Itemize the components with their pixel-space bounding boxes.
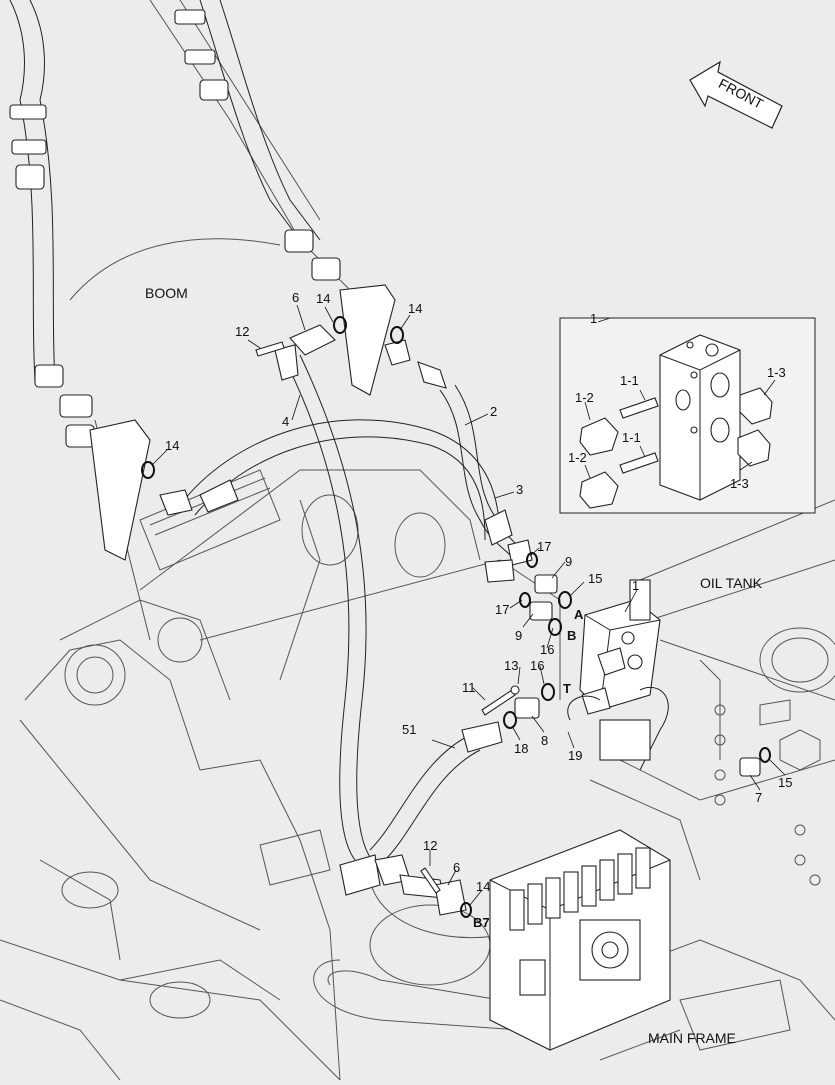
callout-17-b: 17 <box>495 602 509 617</box>
callout-1-2-lower: 1-2 <box>568 450 587 465</box>
leader-lines <box>151 304 786 906</box>
front-arrow: FRONT <box>689 60 783 129</box>
callout-16-a: 16 <box>540 642 554 657</box>
callout-2: 2 <box>490 404 497 419</box>
callout-7: 7 <box>755 790 762 805</box>
callout-4: 4 <box>282 414 289 429</box>
callout-14-c: 14 <box>165 438 179 453</box>
control-valve <box>489 829 671 1051</box>
callout-9-lower: 9 <box>515 628 522 643</box>
callout-1-2-upper: 1-2 <box>575 390 594 405</box>
area-labels: BOOM OIL TANK MAIN FRAME <box>145 285 763 1046</box>
port-t: T <box>563 681 571 696</box>
callout-6-upper: 6 <box>292 290 299 305</box>
callout-1-1-upper: 1-1 <box>620 373 639 388</box>
callout-17-a: 17 <box>537 539 551 554</box>
callout-numbers: 1 1 1-1 1-1 1-2 1-2 1-3 1-3 2 3 4 6 6 7 … <box>165 290 792 894</box>
detail-inset <box>559 317 816 514</box>
callout-19: 19 <box>568 748 582 763</box>
callout-15-b: 15 <box>778 775 792 790</box>
callout-16-b: 16 <box>530 658 544 673</box>
callout-14-b: 14 <box>408 301 422 316</box>
port-b: B <box>567 628 576 643</box>
callout-8: 8 <box>541 733 548 748</box>
callout-51: 51 <box>402 722 416 737</box>
callout-13: 13 <box>504 658 518 673</box>
callout-1-3-upper: 1-3 <box>767 365 786 380</box>
callout-14-d: 14 <box>476 879 490 894</box>
callout-14-a: 14 <box>316 291 330 306</box>
callout-18: 18 <box>514 741 528 756</box>
callout-12-upper: 12 <box>235 324 249 339</box>
callout-1-1-lower: 1-1 <box>622 430 641 445</box>
port-labels: A B T B7 <box>473 607 584 930</box>
main-frame-label: MAIN FRAME <box>648 1030 736 1046</box>
callout-1-inset: 1 <box>590 311 597 326</box>
callout-1-3-lower: 1-3 <box>730 476 749 491</box>
hoses <box>9 0 521 861</box>
oil-tank-label: OIL TANK <box>700 575 763 591</box>
fittings <box>9 9 771 918</box>
callout-9-upper: 9 <box>565 554 572 569</box>
callout-15-a: 15 <box>588 571 602 586</box>
callout-6-lower: 6 <box>453 860 460 875</box>
callout-11: 11 <box>462 680 476 695</box>
port-b7: B7 <box>473 915 490 930</box>
callout-12-lower: 12 <box>423 838 437 853</box>
callout-1: 1 <box>632 578 639 593</box>
port-a: A <box>574 607 584 622</box>
boom-label: BOOM <box>145 285 188 301</box>
callout-3: 3 <box>516 482 523 497</box>
